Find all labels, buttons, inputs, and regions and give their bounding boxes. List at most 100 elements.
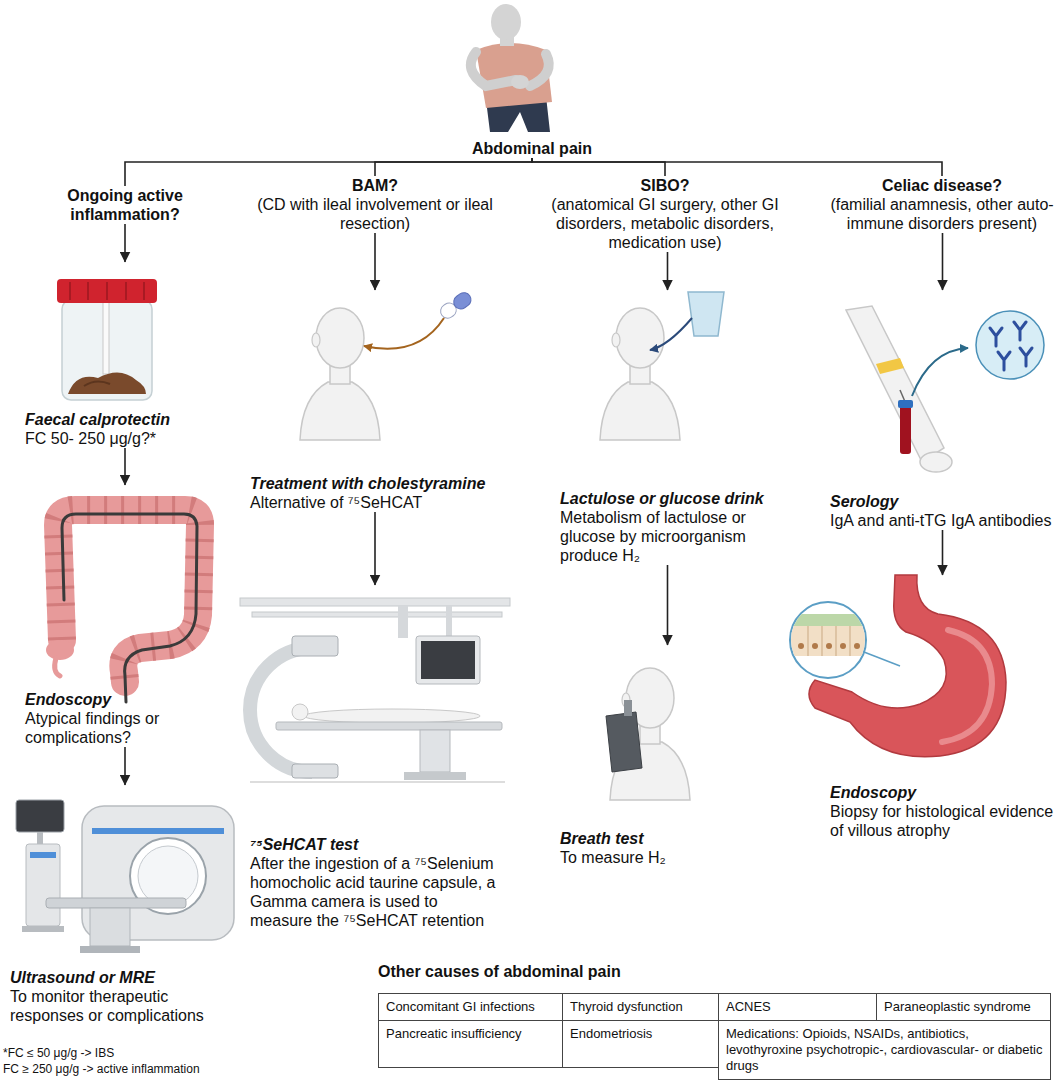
node-heading: Breath test [560, 829, 775, 848]
gamma-camera [304, 709, 480, 723]
stomach-biopsy [822, 626, 823, 656]
step-box: ⁷⁵SeHCAT testAfter the ingestion of a ⁷⁵… [245, 585, 505, 930]
step-box: EndoscopyBiopsy for histological evidenc… [825, 575, 1060, 840]
step-box: EndoscopyAtypical findings or complicati… [20, 485, 230, 747]
table-cell: ACNES [718, 993, 877, 1021]
patient-figure [530, 54, 549, 86]
stomach-biopsy [790, 614, 866, 626]
imaging-equipment [46, 898, 186, 908]
flow-arrow [667, 565, 669, 645]
capsule-intake [364, 318, 444, 349]
node-body: IgA and anti-tTG IgA antibodies [830, 511, 1055, 530]
flow-arrow [532, 158, 942, 176]
capsule-intake [300, 290, 474, 440]
flow-arrow [125, 158, 532, 186]
patient-figure [471, 52, 516, 86]
gamma-camera [240, 598, 510, 606]
stomach-biopsy [798, 643, 804, 649]
stomach-biopsy [790, 614, 866, 656]
flow-arrow [942, 530, 944, 575]
imaging-equipment [16, 800, 234, 953]
table-cell: Medications: Opioids, NSAIDs, antibiotic… [718, 1020, 1051, 1080]
step-box: Ultrasound or MRETo monitor therapeutic … [5, 785, 245, 1025]
sample-jar [62, 300, 152, 400]
capsule-intake [451, 290, 474, 312]
stomach-biopsy [790, 626, 866, 656]
flow-arrow [374, 512, 376, 585]
node-heading: BAM? [245, 176, 505, 195]
gamma-camera [416, 636, 480, 684]
drink-intake [600, 292, 724, 440]
sample-jar [125, 282, 127, 300]
step-box: SerologyIgA and anti-tTG IgA antibodies [825, 290, 1060, 530]
capsule-intake [300, 308, 380, 440]
blood-draw [846, 306, 944, 462]
blood-draw [912, 348, 968, 396]
sample-jar [57, 279, 157, 303]
gamma-camera [292, 704, 308, 720]
drink-intake [688, 292, 724, 336]
node-heading: Serology [830, 492, 1055, 511]
stomach-biopsy [942, 630, 992, 742]
flow-arrow [124, 224, 126, 262]
blood-draw [998, 352, 1010, 370]
flow-arrow [942, 233, 944, 290]
sample-jar [103, 302, 109, 374]
blood-draw [876, 358, 904, 374]
patient-figure [511, 75, 529, 89]
blood-draw [846, 306, 1044, 472]
stomach-biopsy [808, 626, 809, 656]
breath-test-figure [624, 700, 632, 716]
imaging-equipment [92, 828, 224, 834]
node-body: Metabolism of lactulose or glucose by mi… [560, 508, 775, 565]
stomach-biopsy [850, 626, 851, 656]
breath-test-figure [606, 668, 690, 800]
node-body: After the ingestion of a ⁷⁵Selenium homo… [250, 854, 500, 930]
imaging-equipment [80, 946, 140, 953]
imaging-equipment [138, 846, 198, 906]
question-box: BAM?(CD with ileal involvement or ileal … [240, 176, 510, 233]
flow-arrow [124, 747, 126, 785]
gamma-camera [250, 648, 312, 772]
node-body: FC 50- 250 μg/g?* [25, 429, 225, 448]
gamma-camera [292, 636, 338, 656]
blood-draw [1020, 348, 1032, 366]
imaging-equipment [26, 844, 60, 926]
colon-illustration [62, 514, 197, 702]
gamma-camera [292, 764, 338, 778]
question-box: Celiac disease?(familial anamnesis, othe… [822, 176, 1062, 233]
colon-illustration [46, 510, 200, 702]
blood-draw [898, 400, 913, 408]
flow-arrow [667, 252, 669, 290]
stomach-biopsy [864, 652, 900, 666]
sample-jar [84, 381, 110, 386]
question-box: SIBO?(anatomical GI surgery, other GI di… [540, 176, 790, 252]
stomach-biopsy [826, 643, 832, 649]
node-heading: Lactulose or glucose drink [560, 489, 775, 508]
node-heading: ⁷⁵SeHCAT test [250, 835, 500, 854]
stomach-biopsy [790, 575, 1006, 757]
sample-jar [68, 372, 146, 394]
node-body: (CD with ileal involvement or ileal rese… [245, 195, 505, 233]
stomach-biopsy [836, 626, 837, 656]
gamma-camera [240, 598, 510, 782]
table-title: Other causes of abdominal pain [378, 962, 778, 982]
step-box: Lactulose or glucose drinkMetabolism of … [555, 290, 780, 565]
gamma-camera [276, 722, 502, 730]
imaging-equipment [37, 832, 43, 844]
flow-arrow [124, 448, 126, 485]
blood-draw [976, 311, 1044, 379]
footnote: FC ≥ 250 μg/g -> active inflammation [3, 1062, 363, 1077]
flow-arrow [375, 158, 532, 176]
step-box: Faecal calprotectinFC 50- 250 μg/g?* [20, 262, 230, 448]
stomach-biopsy [790, 602, 866, 678]
node-body: Atypical findings or complications? [25, 709, 225, 747]
imaging-equipment [90, 908, 130, 946]
gamma-camera [250, 781, 505, 783]
node-heading: Faecal calprotectin [25, 410, 225, 429]
root-box: Abdominal pain [432, 0, 632, 158]
node-heading: Celiac disease? [827, 176, 1057, 195]
gamma-camera [421, 641, 475, 679]
